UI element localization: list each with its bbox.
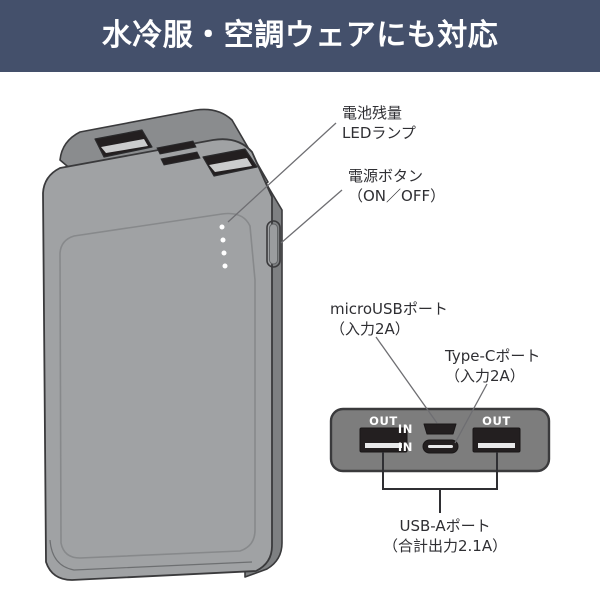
top-edge-input-slots — [156, 140, 201, 166]
battery-level-led-indicator — [219, 224, 228, 269]
usb-a-bracket — [382, 452, 498, 513]
body-front-face — [42, 138, 273, 581]
led-dot-3 — [221, 250, 227, 256]
callout-usb-a-line1: USB-Aポート — [399, 517, 491, 535]
top-edge-usb-a-port-right — [202, 148, 258, 177]
panel-label-out-right: OUT — [482, 414, 511, 428]
leader-line-type-c — [454, 383, 488, 444]
header-banner: 水冷服・空調ウェアにも対応 — [0, 0, 600, 72]
callout-power-button-line2: （ON／OFF） — [348, 186, 446, 205]
callout-type-c: Type-Cポート （入力2A） — [445, 347, 540, 387]
body-shell-seam — [49, 539, 253, 571]
callout-power-button-line1: 電源ボタン — [348, 167, 424, 185]
callout-usb-a-line2: （合計出力2.1A） — [383, 536, 508, 555]
callout-micro-usb-line1: microUSBポート — [330, 300, 448, 318]
top-edge-usb-a-port-left — [94, 129, 153, 158]
panel-usb-a-right — [472, 427, 521, 453]
leader-line-power — [280, 189, 343, 244]
leader-line-micro-usb — [375, 336, 438, 424]
body-inset-panel — [59, 212, 256, 559]
led-dot-4 — [222, 263, 228, 269]
callout-battery-led-line2: LEDランプ — [342, 123, 416, 142]
callout-micro-usb-line2: （入力2A） — [330, 319, 410, 338]
power-button-shape[interactable] — [266, 220, 281, 268]
callout-type-c-line1: Type-Cポート — [445, 347, 541, 365]
panel-label-in-bottom: IN — [398, 440, 413, 454]
panel-micro-usb-port — [423, 423, 457, 435]
power-bank-body — [42, 108, 283, 581]
callout-battery-led: 電池残量 LEDランプ — [342, 104, 416, 144]
panel-type-c-port — [422, 439, 459, 454]
callout-type-c-line2: （入力2A） — [445, 366, 525, 385]
callout-usb-a: USB-Aポート （合計出力2.1A） — [383, 517, 507, 557]
leader-line-led — [227, 122, 337, 223]
callout-power-button: 電源ボタン （ON／OFF） — [348, 167, 445, 207]
led-dot-2 — [220, 237, 226, 243]
banner-title: 水冷服・空調ウェアにも対応 — [101, 18, 499, 53]
port-panel: OUT OUT IN IN — [329, 407, 551, 473]
led-dot-1 — [219, 224, 225, 230]
callout-battery-led-line1: 電池残量 — [342, 104, 403, 122]
callout-micro-usb: microUSBポート （入力2A） — [330, 300, 448, 340]
panel-label-in-top: IN — [398, 422, 413, 436]
panel-label-out-left: OUT — [369, 414, 398, 428]
